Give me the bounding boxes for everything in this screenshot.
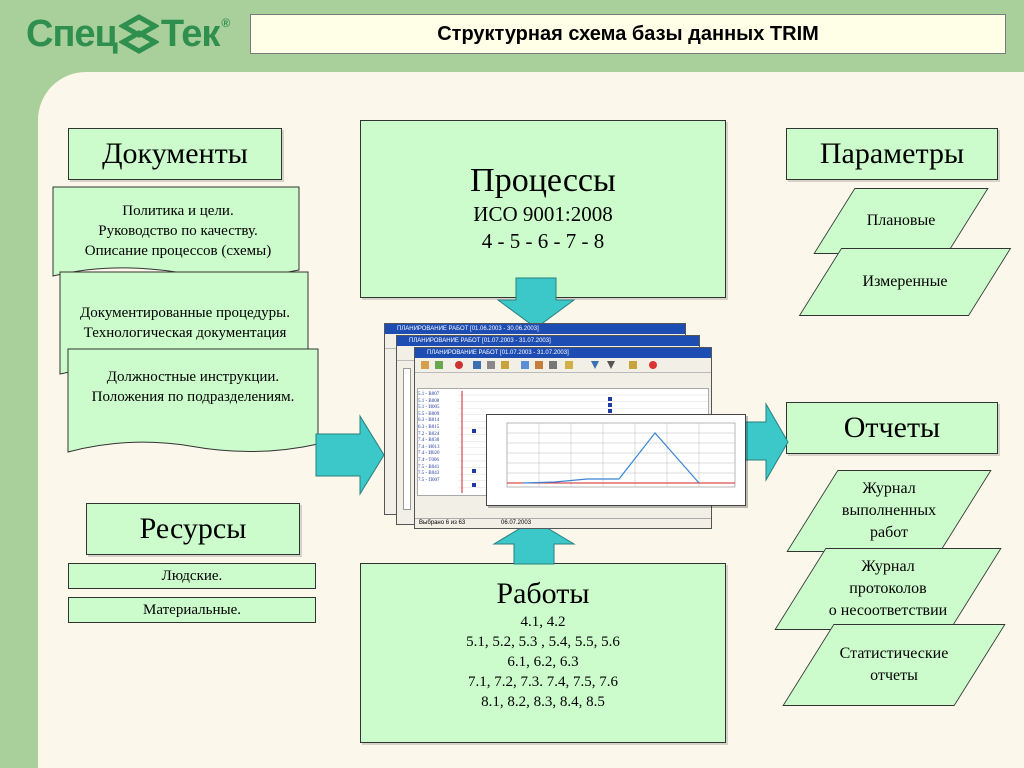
parameter-planned-label: Плановые [866, 212, 936, 229]
report-nonconformity-line-2: протоколов [849, 580, 927, 597]
reports-heading: Отчеты [786, 402, 998, 454]
documents-heading-label: Документы [102, 137, 248, 170]
plan-row-label: 7.4 - Т006 [418, 457, 439, 463]
status-selected: Выбрано 6 из 63 [419, 520, 466, 526]
report-nonconformity-line-3: о несоответствии [828, 602, 948, 619]
works-line-3: 6.1, 6.2, 6.3 [507, 654, 579, 670]
plan-row-label: 7.5 - В043 [418, 471, 440, 477]
works-box: Работы 4.1, 4.2 5.1, 5.2, 5.3 , 5.4, 5.5… [360, 563, 726, 743]
document-item-3: Должностные инструкции. Положения по под… [68, 367, 318, 407]
document-item-3-line-2: Положения по подразделениям. [91, 389, 295, 405]
mini-line-chart [506, 422, 736, 488]
report-statistics-line-2: отчеты [870, 667, 918, 684]
plan-row-label: 7.2 - В024 [418, 431, 440, 437]
resources-heading: Ресурсы [86, 503, 300, 555]
processes-standard: ИСО 9001:2008 [473, 202, 613, 226]
logo-text-right: Тек [160, 12, 220, 55]
toolbar-icons [421, 361, 657, 369]
plan-row-label: 5.5 - В009 [418, 411, 440, 417]
processes-sections: 4 - 5 - 6 - 7 - 8 [481, 229, 605, 253]
document-item-2-line-1: Документированные процедуры. [80, 305, 290, 321]
arrow-down-from-processes [496, 277, 576, 329]
document-item-1: Политика и цели. Руководство по качеству… [54, 201, 302, 261]
resource-material: Материальные. [68, 597, 316, 623]
parameters-heading-label: Параметры [819, 137, 965, 170]
report-work-log: Журнал выполненных работ [786, 470, 992, 552]
page-title: Структурная схема базы данных TRIM [250, 14, 1006, 54]
plan-row-label: 5.1 - И005 [418, 405, 440, 411]
report-statistics-line-1: Статистические [839, 645, 949, 662]
report-work-log-line-3: работ [869, 524, 909, 541]
works-line-4: 7.1, 7.2, 7.3. 7.4, 7.5, 7.6 [468, 674, 618, 690]
processes-box: Процессы ИСО 9001:2008 4 - 5 - 6 - 7 - 8 [360, 120, 726, 298]
plan-row-label: 7.5 - П007 [418, 477, 440, 483]
plan-row-label: 7.4 - И013 [418, 444, 440, 450]
documents-heading: Документы [68, 128, 282, 180]
report-nonconformity-line-1: Журнал [861, 558, 915, 575]
document-item-1-line-2: Руководство по качеству. [98, 223, 258, 239]
plan-row-label: 7.4 - В030 [418, 438, 440, 444]
parameter-measured-label: Измеренные [862, 273, 948, 290]
status-date: 06.07.2003 [501, 520, 532, 526]
document-item-2-line-2: Технологическая документация [83, 325, 287, 341]
works-line-5: 8.1, 8.2, 8.3, 8.4, 8.5 [481, 694, 605, 710]
reports-heading-label: Отчеты [843, 411, 941, 444]
plan-row-label: 7.5 - В041 [418, 464, 440, 470]
spectek-logo: Спец Тек ® [26, 6, 230, 62]
app-window-front-title: ПЛАНИРОВАНИЕ РАБОТ [01.07.2003 - 31.07.2… [415, 348, 711, 358]
app-status-bar: Выбрано 6 из 63 06.07.2003 [415, 518, 711, 528]
document-item-3-line-1: Должностные инструкции. [106, 369, 280, 385]
chart-window [486, 414, 746, 506]
works-line-2: 5.1, 5.2, 5.3 , 5.4, 5.5, 5.6 [466, 634, 620, 650]
app-toolbar [415, 358, 711, 373]
plan-row-label: 7.4 - И020 [418, 451, 440, 457]
resource-material-label: Материальные. [143, 602, 241, 618]
document-item-2: Документированные процедуры. Технологиче… [60, 303, 310, 343]
logo-text-left: Спец [26, 12, 118, 55]
documents-stack-shapes [52, 186, 319, 453]
parameter-planned: Плановые [813, 188, 989, 254]
works-heading: Работы [496, 577, 590, 610]
report-statistics: Статистические отчеты [782, 624, 1006, 706]
logo-registered: ® [221, 16, 230, 30]
parameters-heading: Параметры [786, 128, 998, 180]
processes-heading: Процессы [470, 162, 616, 199]
parameter-measured: Измеренные [798, 248, 1012, 316]
plan-row-label: 6.3 - В015 [418, 424, 440, 430]
resource-human: Людские. [68, 563, 316, 589]
logo-mark-icon [118, 14, 159, 54]
report-nonconformity-log: Журнал протоколов о несоответствии [774, 548, 1002, 630]
app-window-back-title: ПЛАНИРОВАНИЕ РАБОТ [01.06.2003 - 30.06.2… [385, 324, 685, 334]
resource-human-label: Людские. [161, 568, 223, 584]
plan-row-label: 5.1 - В008 [418, 398, 440, 404]
arrow-right-from-documents [315, 414, 385, 496]
document-item-1-line-1: Политика и цели. [122, 203, 234, 219]
resources-heading-label: Ресурсы [139, 512, 247, 545]
arrow-up-from-works [492, 519, 576, 565]
plan-row-label: 5.1 - В007 [418, 392, 440, 397]
document-item-1-line-3: Описание процессов (схемы) [84, 243, 272, 259]
works-line-1: 4.1, 4.2 [520, 614, 566, 630]
plan-row-label: 6.3 - В014 [418, 418, 440, 424]
app-window-middle-title: ПЛАНИРОВАНИЕ РАБОТ [01.07.2003 - 31.07.2… [397, 336, 699, 346]
report-work-log-line-2: выполненных [841, 502, 937, 519]
report-work-log-line-1: Журнал [862, 480, 916, 497]
